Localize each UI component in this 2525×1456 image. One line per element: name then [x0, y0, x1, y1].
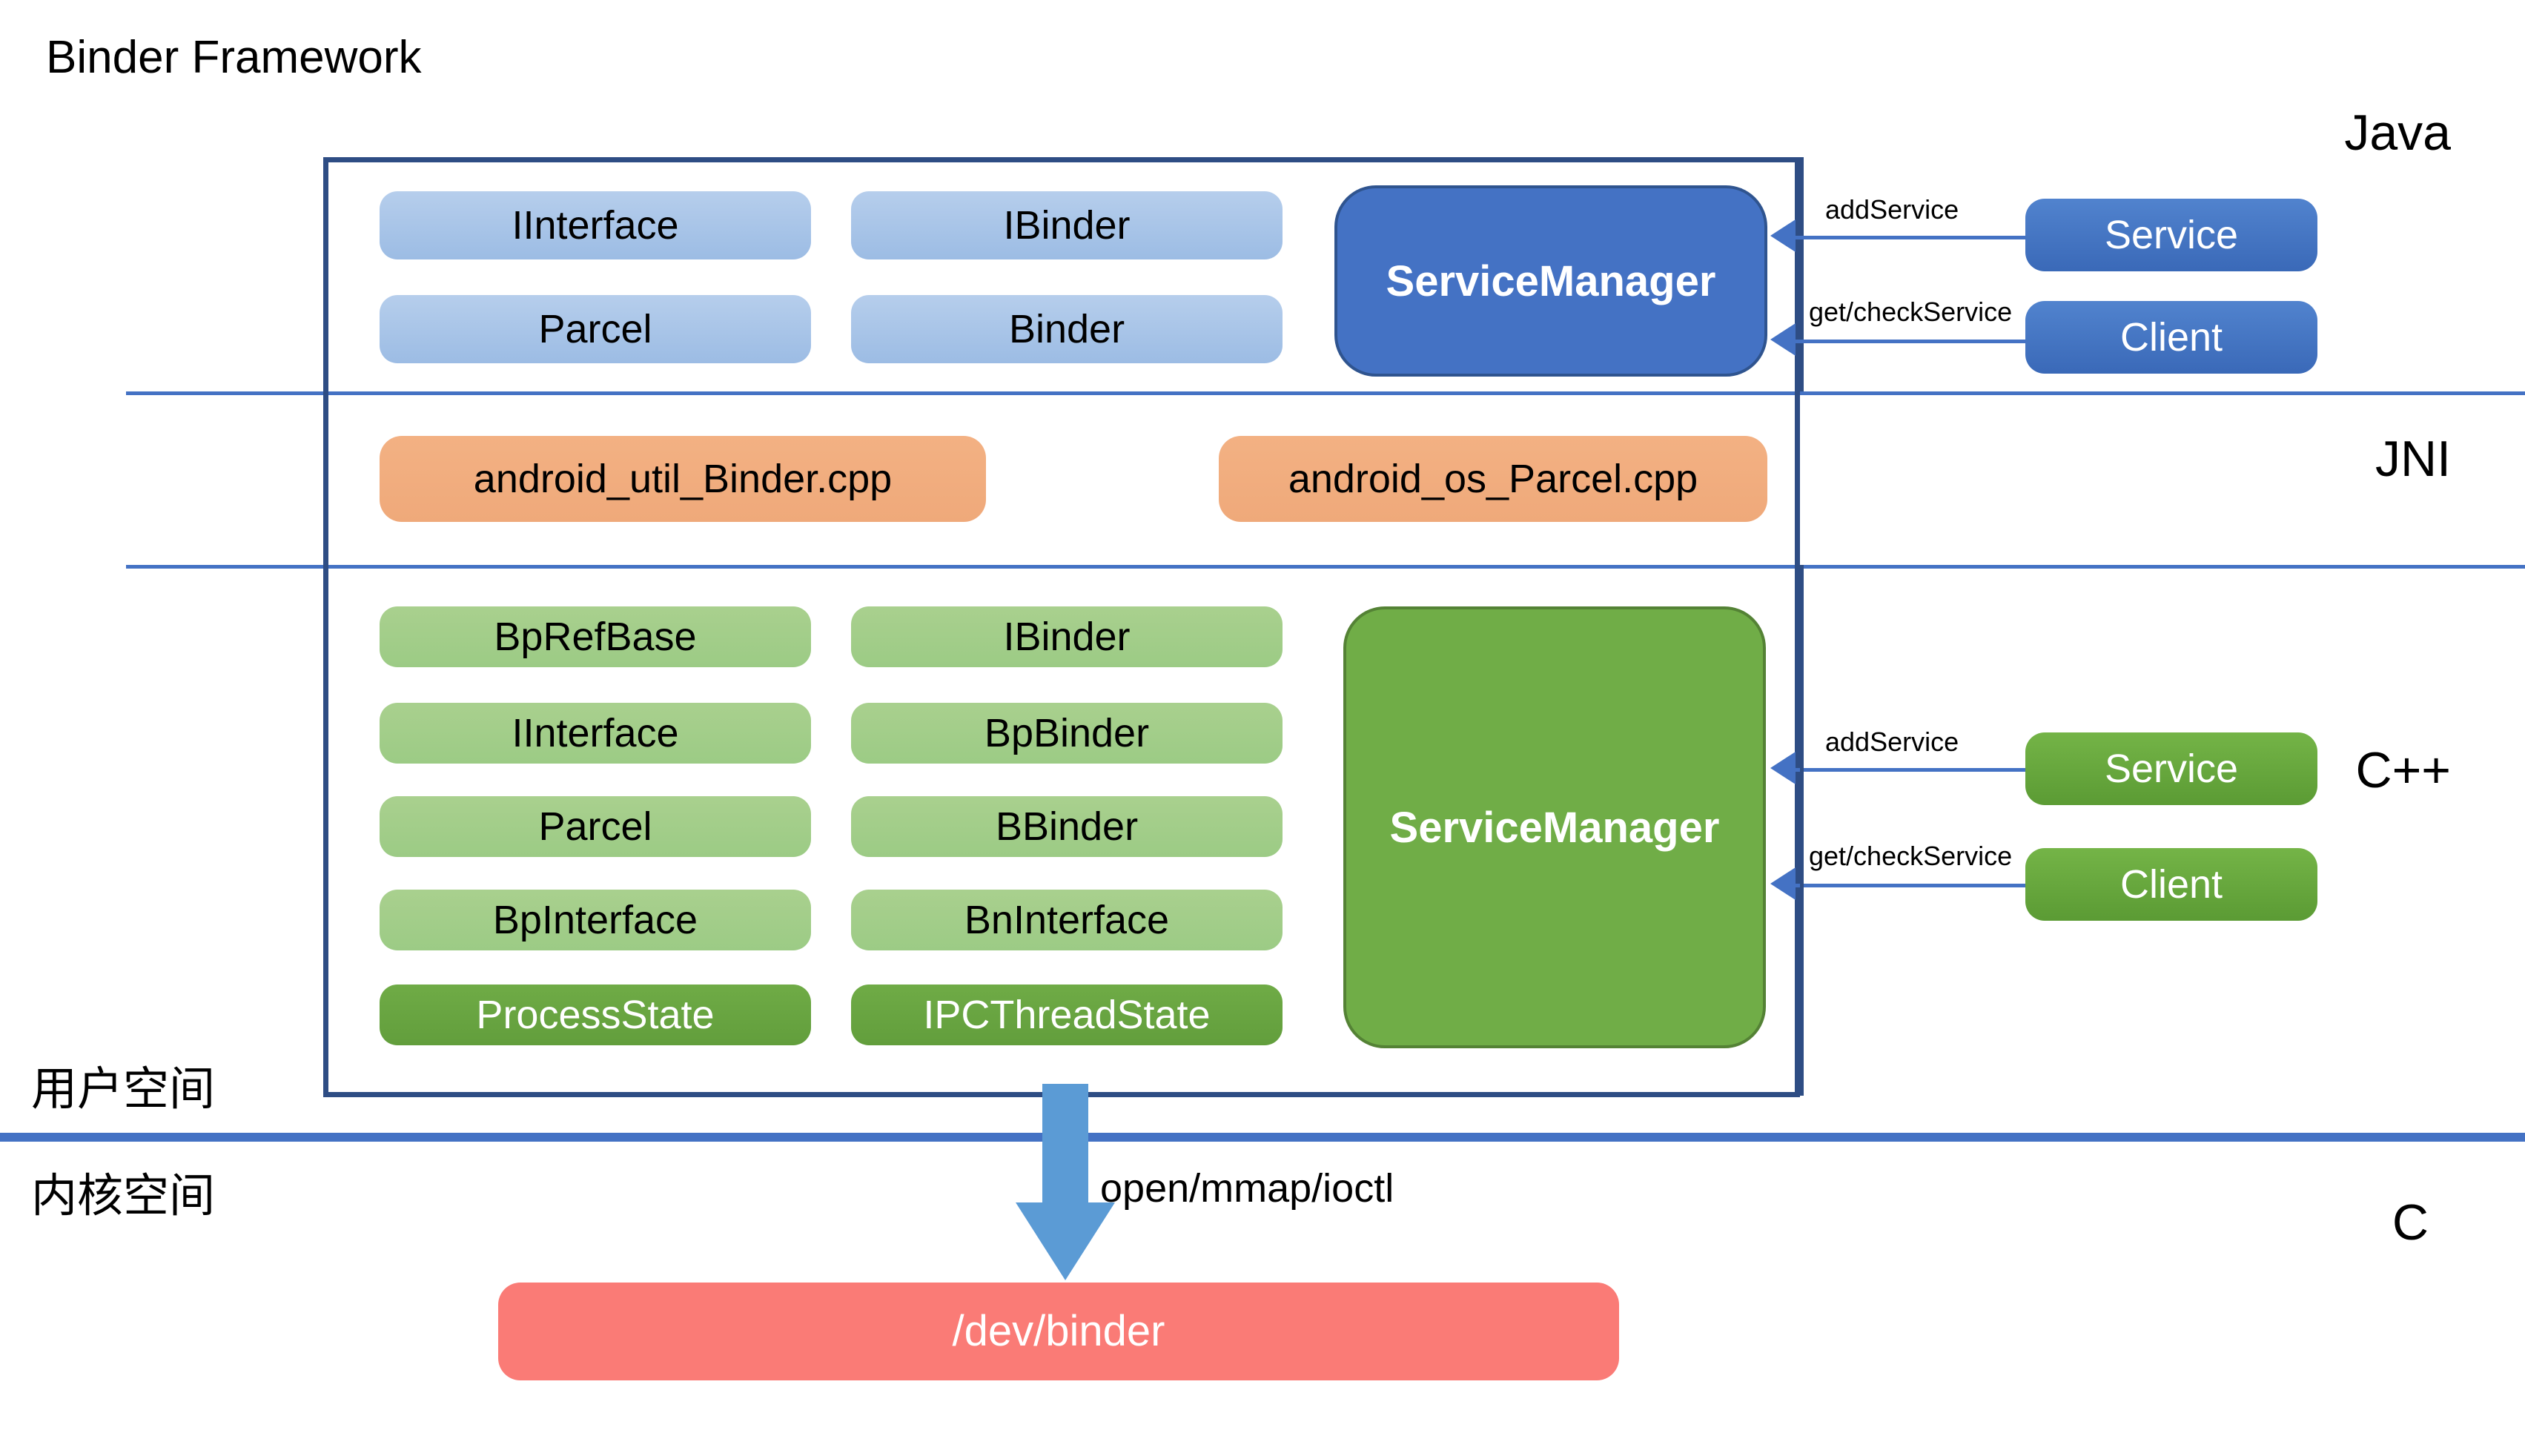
node-label: IBinder: [1003, 202, 1131, 248]
java-arrow-getservice-line: [1794, 340, 2025, 343]
node-label: Service: [2104, 212, 2239, 257]
cpp-class-bninterface[interactable]: BnInterface: [851, 890, 1283, 950]
cpp-class-ipcthreadstate[interactable]: IPCThreadState: [851, 985, 1283, 1045]
node-label: Parcel: [538, 306, 652, 351]
divider-java-jni: [126, 391, 2525, 395]
node-label: ProcessState: [476, 992, 715, 1037]
layer-label-c: C: [2392, 1194, 2429, 1251]
node-label: IInterface: [512, 710, 679, 755]
divider-jni-cpp: [126, 565, 2525, 569]
java-boundary-line: [1800, 157, 1804, 391]
cpp-class-iinterface[interactable]: IInterface: [380, 703, 811, 764]
node-label: BpRefBase: [494, 614, 697, 659]
service-manager-label: ServiceManager: [1386, 257, 1716, 305]
cpp-class-processstate[interactable]: ProcessState: [380, 985, 811, 1045]
layer-label-jni: JNI: [2375, 431, 2451, 487]
cpp-class-parcel[interactable]: Parcel: [380, 796, 811, 857]
java-arrow-addservice-label: addService: [1825, 194, 1959, 225]
dev-binder-node[interactable]: /dev/binder: [498, 1283, 1619, 1380]
node-label: IInterface: [512, 202, 679, 248]
java-actor-client[interactable]: Client: [2025, 301, 2317, 374]
syscall-down-arrow-icon: [1016, 1084, 1115, 1281]
page-title: Binder Framework: [46, 32, 422, 83]
cpp-class-ibinder[interactable]: IBinder: [851, 606, 1283, 667]
cpp-class-bpbinder[interactable]: BpBinder: [851, 703, 1283, 764]
node-label: android_os_Parcel.cpp: [1288, 456, 1698, 501]
node-label: Parcel: [538, 804, 652, 849]
cpp-arrow-getservice-head: [1770, 867, 1796, 900]
node-label: android_util_Binder.cpp: [473, 456, 893, 501]
node-label: Binder: [1008, 306, 1125, 351]
node-label: IBinder: [1003, 614, 1131, 659]
jni-file-android-os-parcel[interactable]: android_os_Parcel.cpp: [1219, 436, 1767, 522]
node-label: IPCThreadState: [923, 992, 1211, 1037]
cpp-class-bbinder[interactable]: BBinder: [851, 796, 1283, 857]
java-arrow-getservice-head: [1770, 323, 1796, 356]
arrow-head: [1016, 1202, 1115, 1280]
cpp-boundary-line: [1800, 565, 1804, 1096]
jni-file-android-util-binder[interactable]: android_util_Binder.cpp: [380, 436, 986, 522]
layer-label-java: Java: [2344, 105, 2451, 161]
label-user-space: 用户空间: [31, 1064, 216, 1115]
java-arrow-addservice-line: [1794, 236, 2025, 239]
divider-user-kernel: [0, 1133, 2525, 1142]
java-arrow-getservice-label: get/checkService: [1809, 297, 2013, 327]
node-label: BpBinder: [984, 710, 1150, 755]
service-manager-label: ServiceManager: [1389, 803, 1720, 852]
cpp-actor-service[interactable]: Service: [2025, 732, 2317, 805]
node-label: BnInterface: [964, 897, 1170, 942]
java-actor-service[interactable]: Service: [2025, 199, 2317, 271]
label-kernel-space: 内核空间: [31, 1171, 216, 1222]
java-class-ibinder[interactable]: IBinder: [851, 191, 1283, 259]
java-class-iinterface[interactable]: IInterface: [380, 191, 811, 259]
cpp-class-bprefbase[interactable]: BpRefBase: [380, 606, 811, 667]
cpp-service-manager[interactable]: ServiceManager: [1343, 606, 1766, 1048]
syscall-label: open/mmap/ioctl: [1100, 1166, 1394, 1211]
java-arrow-addservice-head: [1770, 219, 1796, 252]
node-label: Client: [2119, 314, 2223, 360]
layer-label-cpp: C++: [2355, 742, 2451, 798]
node-label: BpInterface: [492, 897, 698, 942]
cpp-arrow-addservice-line: [1794, 768, 2025, 772]
java-class-binder[interactable]: Binder: [851, 295, 1283, 363]
cpp-class-bpinterface[interactable]: BpInterface: [380, 890, 811, 950]
cpp-arrow-addservice-head: [1770, 752, 1796, 784]
java-service-manager[interactable]: ServiceManager: [1334, 185, 1767, 377]
node-label: Service: [2104, 746, 2239, 791]
cpp-arrow-getservice-label: get/checkService: [1809, 841, 2013, 871]
node-label: /dev/binder: [952, 1306, 1165, 1355]
node-label: Client: [2119, 861, 2223, 907]
node-label: BBinder: [995, 804, 1139, 849]
arrow-shaft: [1042, 1084, 1088, 1202]
cpp-actor-client[interactable]: Client: [2025, 848, 2317, 921]
cpp-arrow-getservice-line: [1794, 884, 2025, 887]
cpp-arrow-addservice-label: addService: [1825, 727, 1959, 757]
java-class-parcel[interactable]: Parcel: [380, 295, 811, 363]
